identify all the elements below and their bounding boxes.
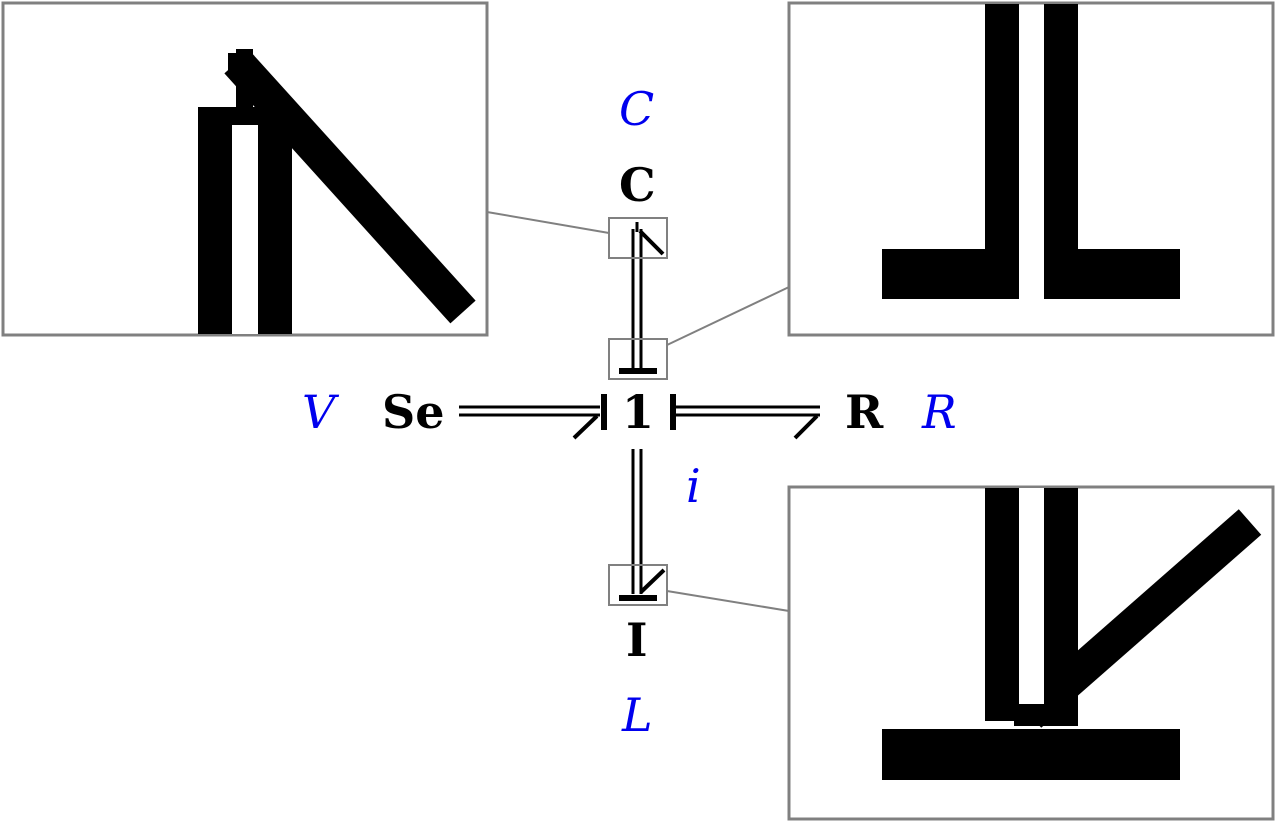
bond-se-to-junction [459,394,607,440]
leader-line-inductor [666,590,790,612]
capacitor-label: C [619,158,656,212]
inductance-parameter-label: L [622,688,653,742]
leader-line-junction [666,286,790,346]
bond-junction-to-capacitor [619,222,665,374]
zoom-panel-junction-end [787,1,1275,337]
leader-line-capacitor [486,211,610,234]
current-parameter-label: i [686,459,701,513]
capacitance-parameter-label: C [619,82,655,136]
highlight-box-capacitor-end [608,217,668,259]
bond-junction-to-resistor [670,394,820,440]
highlight-box-inductor-end [608,564,668,606]
zoom-panel-inductor-end [787,485,1275,821]
voltage-parameter-label: V [302,385,336,439]
resistance-parameter-label: R [922,385,957,439]
inductor-label: I [626,613,648,667]
highlight-box-junction-end [608,338,668,380]
zoom-leader-lines [486,211,790,612]
source-effort-label: Se [382,385,445,439]
bond-junction-to-inductor [619,449,666,601]
resistor-label: R [845,385,884,439]
zoom-panel-capacitor-end [1,1,489,337]
junction-label: 1 [622,385,655,439]
zoom-highlight-boxes [608,217,668,606]
